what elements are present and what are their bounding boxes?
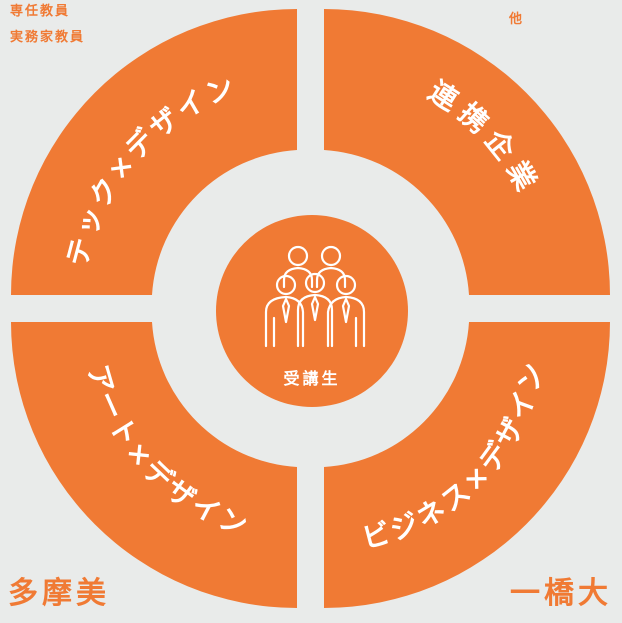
segment-bottom-left <box>11 322 297 608</box>
segment-top-right <box>324 9 610 295</box>
top-left-label-line1: 専任教員 <box>10 4 71 19</box>
segment-top-left <box>11 9 297 295</box>
top-right-label: 他 <box>509 12 525 27</box>
students-group-icon <box>264 245 366 348</box>
segment-bottom-right <box>324 322 610 608</box>
center-circle <box>216 215 408 407</box>
bottom-right-label: 一橋大 <box>510 576 612 611</box>
center-label: 受講生 <box>283 369 340 388</box>
top-left-label-line2: 実務家教員 <box>10 30 86 45</box>
bottom-left-label: 多摩美 <box>8 576 110 611</box>
